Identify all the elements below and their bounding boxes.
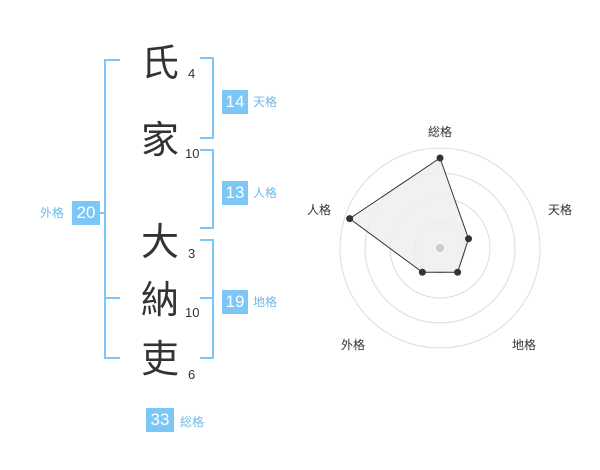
stroke-count-2: 10 xyxy=(185,146,200,161)
name-char-4: 納 xyxy=(140,278,179,322)
radar-point xyxy=(418,268,426,276)
soukaku-label: 総格 xyxy=(180,415,205,429)
radar-point xyxy=(436,154,444,162)
name-char-3: 大 xyxy=(140,220,179,264)
name-char-5: 吏 xyxy=(140,337,179,381)
jinkaku-label: 人格 xyxy=(253,186,278,200)
radar-point xyxy=(346,215,354,223)
stroke-count-5: 6 xyxy=(188,367,196,382)
tenkaku-label: 天格 xyxy=(253,95,278,109)
radar-polygon xyxy=(348,157,470,273)
radar-point xyxy=(465,235,473,243)
axis-label-tenkaku: 天格 xyxy=(548,203,573,217)
radar-point xyxy=(454,268,462,276)
tenkaku-bracket xyxy=(200,57,214,139)
name-char-1: 氏 xyxy=(140,41,179,85)
stroke-count-3: 3 xyxy=(188,246,196,261)
soukaku-value: 33 xyxy=(146,408,174,432)
gaikaku-value: 20 xyxy=(72,201,100,225)
tenkaku-value: 14 xyxy=(222,90,248,114)
gaikaku-bracket xyxy=(104,59,120,359)
gaikaku-label: 外格 xyxy=(40,206,65,220)
radar-center-dot xyxy=(436,244,444,252)
jinkaku-bracket xyxy=(200,149,214,229)
axis-label-soukaku: 総格 xyxy=(428,125,453,139)
radar-points xyxy=(346,154,473,276)
axis-label-gaikaku: 外格 xyxy=(341,338,366,352)
stroke-count-1: 4 xyxy=(188,66,196,81)
jinkaku-value: 13 xyxy=(222,181,248,205)
axis-label-jinkaku: 人格 xyxy=(307,203,332,217)
chikaku-label: 地格 xyxy=(253,295,278,309)
axis-label-chikaku: 地格 xyxy=(512,338,537,352)
stroke-count-4: 10 xyxy=(185,305,200,320)
name-char-2: 家 xyxy=(140,118,179,162)
chikaku-value: 19 xyxy=(222,290,248,314)
radar-ring xyxy=(339,147,541,349)
